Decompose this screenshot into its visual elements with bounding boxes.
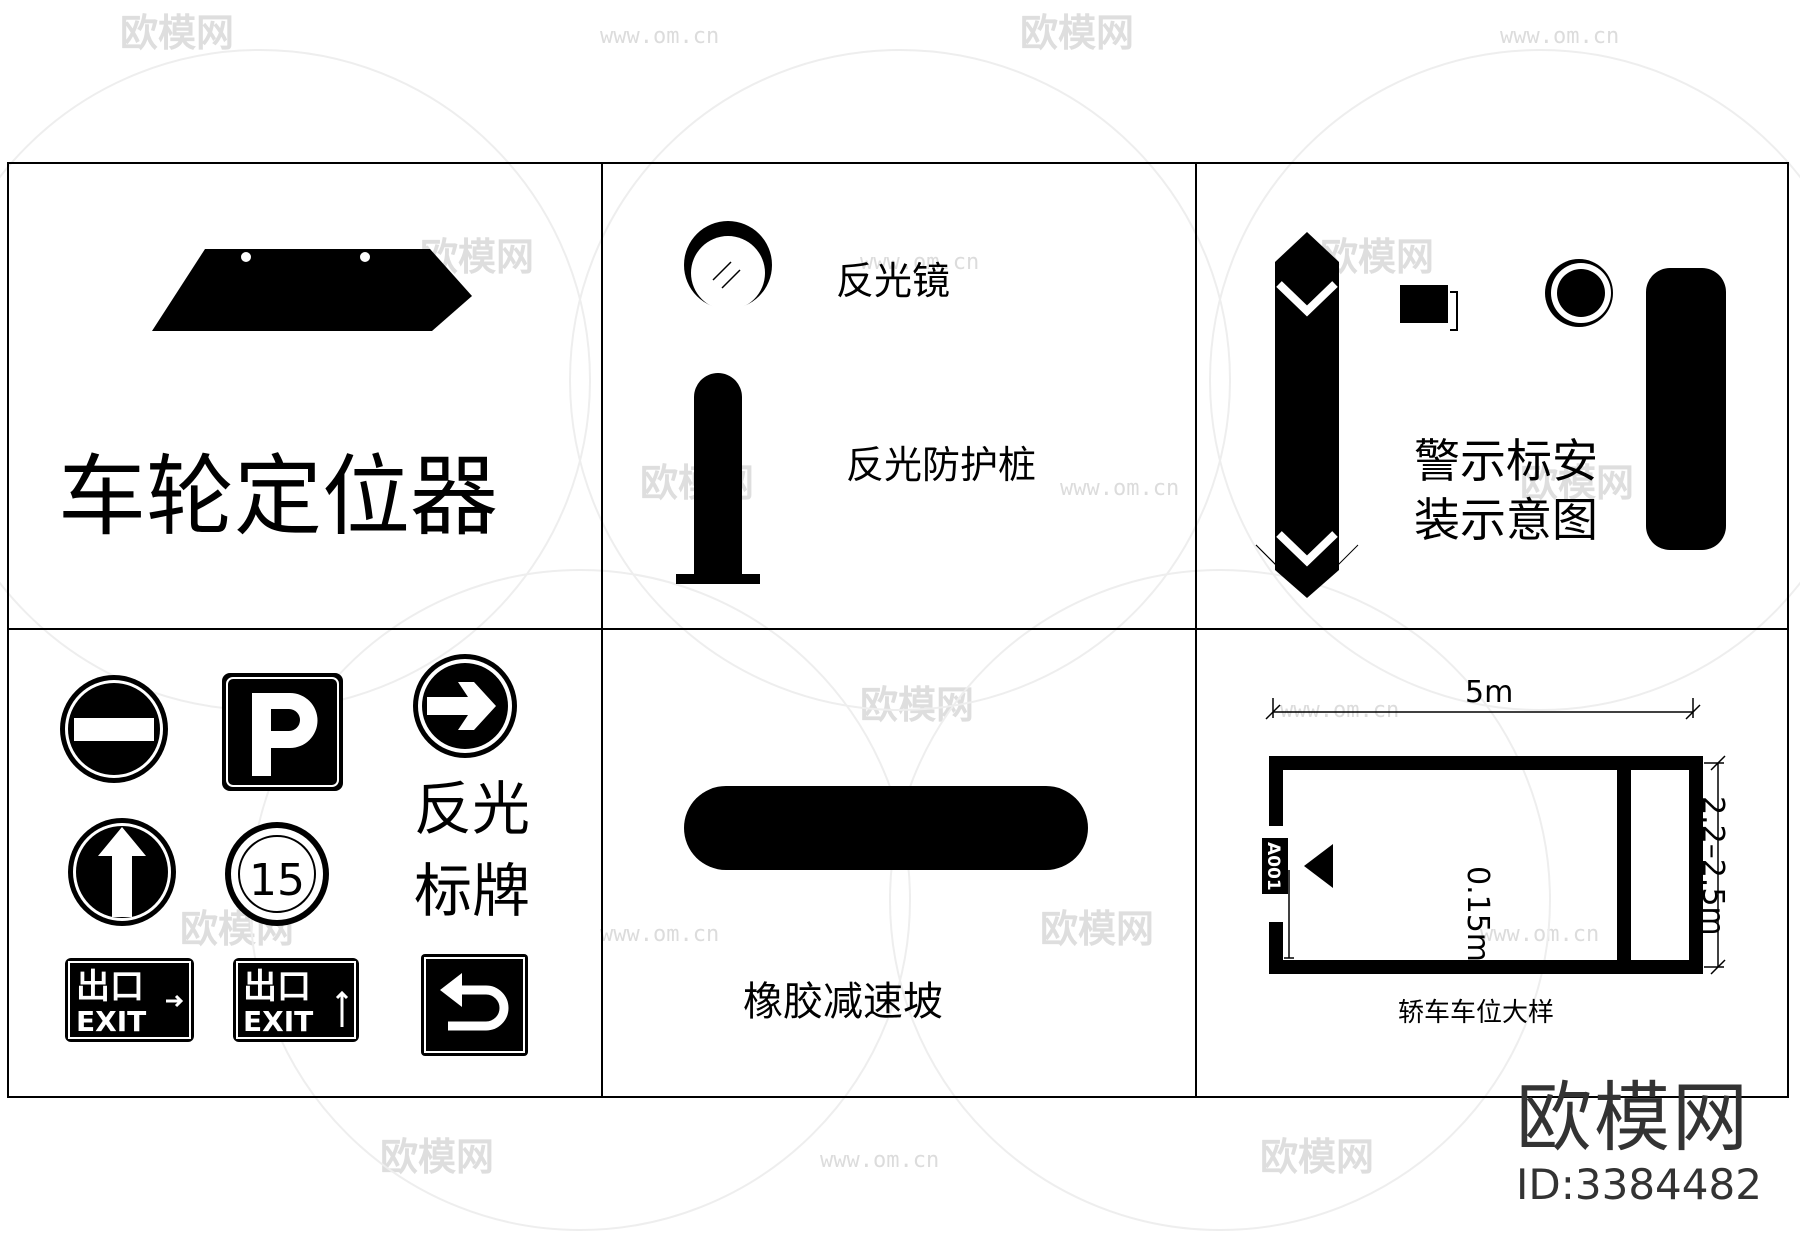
watermark-url: www.om.cn	[1280, 698, 1400, 723]
warning-post-icon	[1255, 232, 1359, 598]
warning-label-line2: 装示意图	[1414, 493, 1598, 547]
watermark-arcs	[0, 49, 1800, 1231]
exit-en-text: EXIT	[243, 1005, 313, 1038]
warning-block-icon	[1400, 285, 1458, 331]
reflective-post-label: 反光防护桩	[846, 443, 1037, 487]
signs-label-line2: 标牌	[414, 857, 531, 925]
exit-en-text: EXIT	[76, 1005, 146, 1038]
watermark-url: www.om.cn	[820, 1148, 940, 1173]
speed-bump-graphic	[684, 786, 1088, 870]
watermark-url: www.om.cn	[1480, 922, 1600, 947]
wheel-stop-graphic	[152, 249, 472, 331]
watermark-logo: 欧模网	[1020, 11, 1135, 55]
reflective-mirror-icon	[684, 221, 772, 310]
reflective-mirror-label: 反光镜	[836, 259, 951, 303]
speed-limit-sign-icon: 15	[225, 822, 329, 926]
straight-arrow-sign-icon	[68, 818, 176, 926]
no-entry-sign-icon	[60, 675, 168, 783]
wheel-stop-title: 车轮定位器	[58, 445, 499, 548]
watermark-url: www.om.cn	[860, 250, 980, 275]
watermark-url: www.om.cn	[1060, 476, 1180, 501]
right-arrow-sign-icon	[413, 654, 517, 758]
parking-width-dimension: 2.2–2.5m	[1695, 796, 1730, 936]
exit-right-sign-icon: 出口 EXIT	[65, 958, 194, 1042]
parking-space-drawing: A001	[1262, 698, 1726, 975]
space-number-text: A001	[1263, 842, 1283, 891]
brand-logo: 欧模网	[1516, 1073, 1750, 1162]
brand-id: ID:3384482	[1516, 1160, 1762, 1209]
exit-up-sign-icon: 出口 EXIT	[233, 958, 359, 1042]
reflective-post-icon	[676, 373, 760, 584]
watermark-logo: 欧模网	[120, 11, 235, 55]
watermark-logo: 欧模网	[1260, 1135, 1375, 1179]
parking-space-caption: 轿车车位大样	[1398, 998, 1555, 1028]
watermark-url: www.om.cn	[1500, 24, 1620, 49]
signs-label-line1: 反光	[414, 775, 531, 843]
exit-cn-text: 出口	[243, 967, 311, 1007]
panel-grid	[7, 162, 1789, 1098]
warning-dome-icon	[1545, 259, 1613, 327]
watermark-url: www.om.cn	[600, 922, 720, 947]
u-turn-sign-icon	[421, 954, 528, 1056]
watermark-logo: 欧模网	[1040, 907, 1155, 951]
warning-cylinder-icon	[1646, 268, 1726, 550]
parking-sign-icon	[222, 673, 343, 791]
watermark-logo: 欧模网	[1520, 461, 1635, 505]
warning-label-line1: 警示标安	[1414, 434, 1598, 488]
parking-length-dimension: 5m	[1465, 675, 1514, 710]
watermark-logo: 欧模网	[1320, 235, 1435, 279]
parking-line-width-dimension: 0.15m	[1460, 866, 1495, 963]
speed-limit-value: 15	[249, 855, 305, 906]
watermark-logo: 欧模网	[380, 1135, 495, 1179]
watermark-url: www.om.cn	[600, 24, 720, 49]
speed-bump-label: 橡胶减速坡	[743, 979, 943, 1025]
exit-cn-text: 出口	[76, 967, 144, 1007]
